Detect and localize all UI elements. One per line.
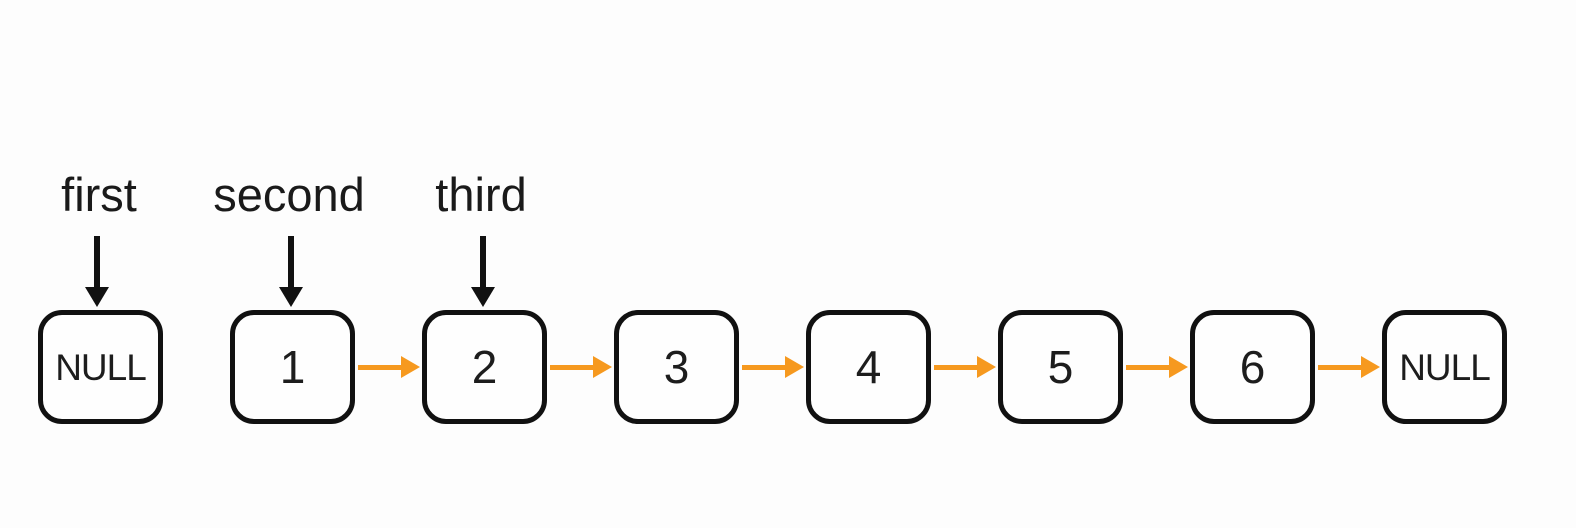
arrow-shaft	[480, 236, 486, 287]
next-arrow-icon	[550, 355, 612, 379]
arrow-head	[977, 356, 996, 378]
node-value: 4	[855, 341, 882, 393]
node-null-tail: NULL	[1382, 310, 1507, 424]
arrow-head	[85, 287, 109, 307]
node-value: 6	[1239, 341, 1266, 393]
arrow-head	[593, 356, 612, 378]
arrow-shaft	[358, 364, 404, 370]
arrow-shaft	[288, 236, 294, 287]
node-value: 2	[471, 341, 498, 393]
node-6: 6	[1190, 310, 1315, 424]
arrow-shaft	[1318, 364, 1364, 370]
node-5: 5	[998, 310, 1123, 424]
node-value: NULL	[1399, 346, 1491, 388]
node-value: 5	[1047, 341, 1074, 393]
pointer-down-arrow-icon	[279, 236, 303, 307]
node-value: NULL	[55, 346, 147, 388]
arrow-shaft	[94, 236, 100, 287]
node-2: 2	[422, 310, 547, 424]
node-1: 1	[230, 310, 355, 424]
node-value: 1	[279, 341, 306, 393]
node-3: 3	[614, 310, 739, 424]
pointer-down-arrow-icon	[471, 236, 495, 307]
node-null-head: NULL	[38, 310, 163, 424]
arrow-head	[785, 356, 804, 378]
arrow-shaft	[1126, 364, 1172, 370]
node-value: 3	[663, 341, 690, 393]
arrow-head	[471, 287, 495, 307]
arrow-head	[279, 287, 303, 307]
arrow-shaft	[742, 364, 788, 370]
arrow-shaft	[550, 364, 596, 370]
next-arrow-icon	[1126, 355, 1188, 379]
node-4: 4	[806, 310, 931, 424]
pointer-down-arrow-icon	[85, 236, 109, 307]
next-arrow-icon	[358, 355, 420, 379]
next-arrow-icon	[1318, 355, 1380, 379]
pointer-label-second: second	[213, 168, 365, 221]
pointer-label-first: first	[61, 168, 137, 221]
arrow-shaft	[934, 364, 980, 370]
arrow-head	[1361, 356, 1380, 378]
pointer-label-third: third	[435, 168, 527, 221]
arrow-head	[1169, 356, 1188, 378]
arrow-head	[401, 356, 420, 378]
next-arrow-icon	[742, 355, 804, 379]
next-arrow-icon	[934, 355, 996, 379]
